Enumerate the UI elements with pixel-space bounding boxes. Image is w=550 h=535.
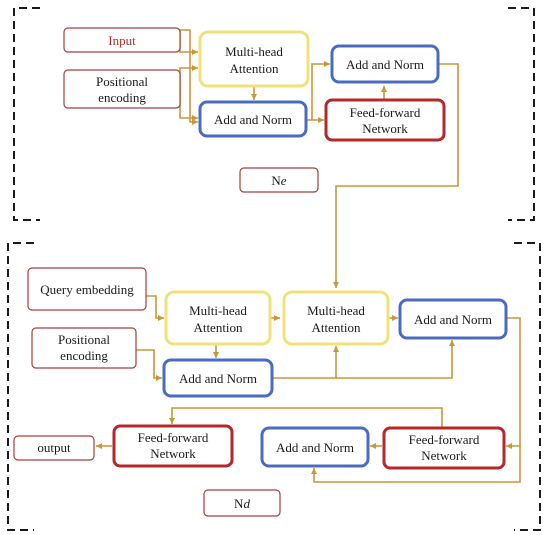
decoder-query-box: Query embedding: [27, 267, 147, 311]
decoder-mha-2-line1: Multi-head: [307, 303, 365, 318]
decoder-query-label: Query embedding: [40, 282, 134, 297]
encoder-mha-line1: Multi-head: [225, 44, 283, 59]
decoder-ffn-right-line1: Feed-forward: [409, 432, 480, 447]
decoder-positional-box: Positional encoding: [31, 327, 137, 369]
decoder-output-box: output: [13, 435, 95, 461]
encoder-bracket: [13, 7, 535, 221]
decoder-ffn-right-box: Feed-forward Network: [382, 426, 506, 470]
encoder-add-norm-1-label: Add and Norm: [214, 112, 292, 127]
conn-addnorm1-mha2: [272, 346, 339, 379]
decoder-mha-2-box: Multi-head Attention: [282, 290, 390, 346]
decoder-output-label: output: [37, 440, 71, 455]
decoder-add-norm-1-box: Add and Norm: [162, 358, 274, 398]
encoder-repeat-box: Ne: [239, 167, 319, 193]
decoder-positional-line1: Positional: [58, 332, 110, 347]
decoder-add-norm-2-label: Add and Norm: [414, 312, 492, 327]
decoder-positional-line2: encoding: [60, 348, 108, 363]
encoder-add-norm-2-label: Add and Norm: [346, 57, 424, 72]
encoder-input-box: Input: [63, 27, 181, 53]
encoder-repeat-label: Ne: [271, 173, 286, 188]
decoder-mha-2-line2: Attention: [311, 320, 361, 335]
decoder-add-norm-2-box: Add and Norm: [398, 298, 508, 340]
decoder-add-norm-3-label: Add and Norm: [276, 440, 354, 455]
conn-enc-to-dec: [333, 63, 459, 288]
encoder-ffn-box: Feed-forward Network: [324, 98, 446, 142]
conn-input-addnorm: [179, 29, 198, 125]
encoder-positional-line2: encoding: [98, 90, 146, 105]
decoder-ffn-right-line2: Network: [421, 448, 467, 463]
conn-addnorm2-ffn-right: [506, 317, 521, 449]
decoder-repeat-label: Nd: [234, 496, 250, 511]
conn-input-mha: [179, 40, 198, 55]
conn-pos-mha: [179, 65, 198, 88]
encoder-ffn-line1: Feed-forward: [350, 105, 421, 120]
encoder-positional-box: Positional encoding: [63, 69, 181, 109]
encoder-add-norm-1-box: Add and Norm: [198, 100, 308, 138]
encoder-input-label: Input: [108, 33, 136, 48]
encoder-mha-box: Multi-head Attention: [198, 30, 310, 88]
encoder-add-norm-2-box: Add and Norm: [330, 44, 440, 84]
conn-addnorm-addnorm2: [311, 61, 330, 120]
decoder-mha-1-box: Multi-head Attention: [164, 290, 272, 346]
decoder-ffn-left-box: Feed-forward Network: [112, 424, 234, 468]
decoder-add-norm-3-box: Add and Norm: [260, 426, 370, 468]
encoder-mha-line2: Attention: [229, 61, 279, 76]
decoder-add-norm-1-label: Add and Norm: [179, 371, 257, 386]
conn-addnorm1-addnorm2: [336, 340, 455, 379]
encoder-ffn-line2: Network: [362, 121, 408, 136]
conn-pos-addnorm: [136, 349, 162, 381]
decoder-mha-1-line1: Multi-head: [189, 303, 247, 318]
decoder-mha-1-line2: Attention: [193, 320, 243, 335]
conn-query-mha: [146, 295, 164, 321]
decoder-ffn-left-line2: Network: [150, 446, 196, 461]
decoder-repeat-box: Nd: [203, 489, 281, 517]
encoder-positional-line1: Positional: [96, 74, 148, 89]
decoder-ffn-left-line1: Feed-forward: [138, 430, 209, 445]
decoder-bracket: [7, 242, 541, 531]
conn-addnorm-skip: [311, 446, 521, 483]
conn-pos-addnorm: [179, 88, 198, 121]
conn-addnorm3-ffnleft: [169, 407, 443, 428]
